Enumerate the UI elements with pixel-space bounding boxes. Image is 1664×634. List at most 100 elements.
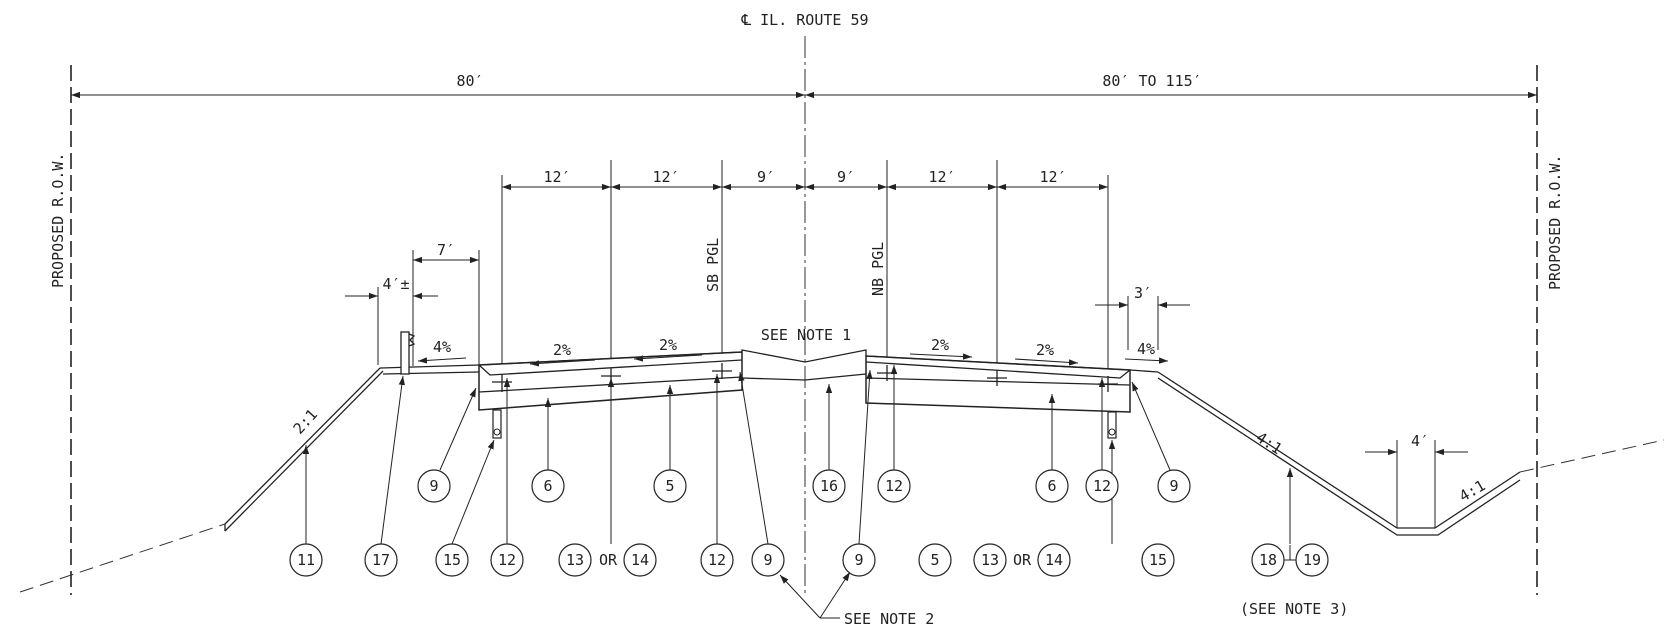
callout-upper-8: 9	[1169, 477, 1178, 495]
dim-label-ditch: 4′	[1411, 432, 1429, 450]
existing-ground-left	[19, 523, 226, 593]
callout-lower-10: 5	[930, 551, 939, 569]
sb-pgl-label: SB PGL	[704, 238, 722, 292]
left-shoulder-surface	[379, 364, 480, 369]
row-label-right: PROPOSED R.O.W.	[1546, 155, 1564, 290]
lower-callout-leaders	[302, 369, 1306, 561]
callout-bubble	[558, 543, 592, 577]
slope-label-3: 2%	[659, 336, 677, 354]
note-1-label: SEE NOTE 1	[761, 326, 851, 344]
lane-dim-4: 9′	[837, 168, 855, 186]
callout-lower-13: 15	[1149, 551, 1167, 569]
dim-label-right-80-115: 80′ TO 115′	[1102, 72, 1201, 90]
upper-callouts: 9 6 5 16 12 6 12 9	[417, 469, 1191, 503]
slope-arrow-5	[1014, 358, 1079, 366]
callout-upper-2: 6	[543, 477, 552, 495]
dim-label-shoulder: 7′	[437, 241, 455, 259]
lane-extension-lines	[501, 160, 1109, 368]
callout-lower-8: 9	[763, 551, 772, 569]
callout-bubble	[1035, 469, 1069, 503]
callout-bubble	[751, 543, 785, 577]
slope-arrow-4	[909, 353, 973, 360]
guardrail-post	[400, 331, 410, 375]
lane-dim-1: 12′	[543, 168, 570, 186]
callout-upper-5: 12	[885, 477, 903, 495]
sb-surface	[478, 351, 743, 366]
row-label-left: PROPOSED R.O.W.	[49, 153, 67, 288]
underdrain-left	[492, 409, 502, 439]
dim-label-right-shoulder: 3′	[1134, 284, 1152, 302]
callout-bubble	[364, 543, 398, 577]
callout-bubble	[653, 469, 687, 503]
callout-bubble	[289, 543, 323, 577]
right-slope-label: 4:1	[1253, 428, 1286, 458]
note-2-label: SEE NOTE 2	[844, 610, 934, 628]
callout-bubble	[435, 543, 469, 577]
slope-arrow-1	[417, 357, 467, 364]
callout-lower-12: 14	[1045, 551, 1063, 569]
slope-arrow-3	[633, 354, 703, 362]
callout-bubble	[623, 543, 657, 577]
callout-upper-4: 16	[820, 477, 838, 495]
slope-label-4: 2%	[931, 336, 949, 354]
callout-bubble	[918, 543, 952, 577]
upper-callout-leaders	[439, 365, 1171, 471]
callout-bubble	[812, 469, 846, 503]
callout-upper-6: 6	[1047, 477, 1056, 495]
callout-bubble	[490, 543, 524, 577]
slope-label-1: 4%	[433, 338, 451, 356]
underdrain-right	[1107, 411, 1117, 439]
lane-dim-3: 9′	[757, 168, 775, 186]
callout-bubble	[417, 469, 451, 503]
left-shoulder-base	[382, 371, 480, 375]
median-bottom	[741, 373, 867, 381]
nb-surface	[865, 355, 1131, 371]
callout-bubble	[1295, 543, 1329, 577]
callout-lower-5: 13	[566, 551, 584, 569]
slope-arrow-6	[1124, 357, 1169, 364]
callout-bubble	[1037, 543, 1071, 577]
dim-label-left-80: 80′	[456, 72, 483, 90]
callout-bubble	[973, 543, 1007, 577]
callout-bubble	[842, 543, 876, 577]
callout-bubble	[531, 469, 565, 503]
right-foreslope	[1157, 371, 1521, 529]
callout-lower-3: 15	[443, 551, 461, 569]
callout-bubble	[1085, 469, 1119, 503]
nb-pgl-label: NB PGL	[869, 242, 887, 296]
or-text-left: OR	[599, 551, 618, 569]
callout-upper-3: 5	[665, 477, 674, 495]
callout-lower-4: 12	[498, 551, 516, 569]
callout-bubble	[1141, 543, 1175, 577]
callout-lower-6: 14	[631, 551, 649, 569]
slope-label-6: 4%	[1137, 340, 1155, 358]
right-shoulder-surface	[1129, 369, 1159, 373]
callout-lower-14: 18	[1259, 551, 1277, 569]
callout-upper-1: 9	[429, 477, 438, 495]
or-text-right: OR	[1013, 551, 1032, 569]
nb-base-line	[865, 377, 1131, 386]
callout-lower-1: 11	[297, 551, 315, 569]
note-3-label: (SEE NOTE 3)	[1240, 600, 1348, 618]
right-foreslope-inner	[1157, 377, 1521, 536]
left-embankment-slope-inner	[224, 370, 384, 532]
callout-lower-2: 17	[372, 551, 390, 569]
callout-lower-9: 9	[854, 551, 863, 569]
callout-bubble	[1157, 469, 1191, 503]
callout-bubble	[1251, 543, 1285, 577]
lower-callouts: 11 17 15 12 13 OR 14 12 9 9 5 13 OR 14 1…	[289, 543, 1329, 577]
callout-bubble	[700, 543, 734, 577]
note-2-leaders	[779, 571, 851, 619]
existing-ground-right	[1519, 439, 1664, 473]
sb-gutter	[478, 359, 743, 376]
lane-dim-6: 12′	[1039, 168, 1066, 186]
callout-bubble	[877, 469, 911, 503]
slope-label-5: 2%	[1036, 341, 1054, 359]
slope-label-2: 2%	[553, 341, 571, 359]
ditch-backslope-label: 4:1	[1456, 476, 1488, 505]
dim-label-rail-offset: 4′±	[382, 275, 409, 293]
guardrail-icon	[408, 333, 416, 347]
slope-arrow-2	[529, 359, 596, 367]
left-embankment-slope	[224, 367, 381, 525]
